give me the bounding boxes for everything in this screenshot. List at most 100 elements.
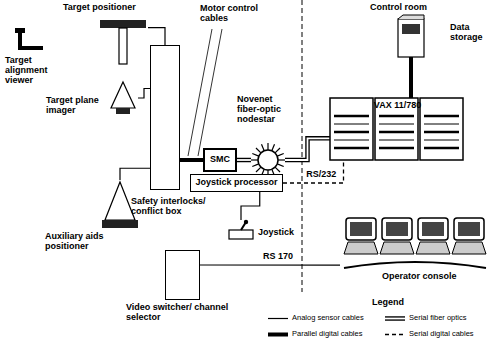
legend-sample [385,334,405,335]
vax-part [334,147,369,150]
vax-part [379,124,414,125]
analog-cable [148,28,165,45]
vax-part [424,131,459,134]
joystick-part [244,220,248,224]
node-label: Data storage [450,23,495,43]
storage-part [398,15,424,19]
signal-label: RS 170 [261,252,295,262]
cable-connector [138,89,150,99]
fiber-inner [285,138,330,160]
vax-part [334,124,369,125]
console-part [344,262,486,268]
analog-cable [138,89,150,99]
fiber-outer [237,158,251,163]
vax-part [424,147,459,150]
aids-part [102,220,138,228]
video-switcher: Video switcher/ channel selector [165,250,200,300]
legend-sample [268,318,288,319]
star-part [267,143,268,150]
star-part [278,159,285,160]
console-part [416,242,450,254]
signal-label: RS/232 [304,170,338,180]
legend-sample [268,334,288,335]
star-part [252,164,258,167]
plane-imager: Target plane imager [108,80,138,116]
console-part [350,222,372,236]
legend-text: Serial digital cables [409,330,474,338]
node-label: Target plane imager [46,96,106,116]
node-label: Target positioner [63,3,158,13]
vax-computer: VAX 11/780 [330,98,465,160]
console-part [452,242,486,254]
smc-box: SMC [203,148,237,172]
fiber-inner [237,159,251,161]
vax-part [330,98,373,160]
storage-part [402,24,420,34]
node-label: Safety interlocks/ conflict box [131,197,226,217]
cable-connector [411,57,412,98]
conflict-box: Safety interlocks/ conflict box [150,45,180,190]
vax-part [424,140,459,141]
cone-part [111,82,135,108]
star-part [272,144,275,150]
node-label: Target alignment viewer [5,56,70,86]
analog-cable [120,168,150,180]
console-part [418,218,448,240]
viewer-part [15,28,25,33]
target-positioner: Target positioner [98,18,148,66]
node-label: Operator console [382,272,472,282]
cone-figure [108,80,138,116]
cable-connector [241,192,260,220]
joystick-processor: Joystick processor [190,174,283,192]
star-part [275,167,280,172]
vax-part [420,98,463,160]
legend-text: Analog sensor cables [292,314,364,322]
star-part [256,167,261,172]
node-label: VAX 11/780 [330,101,465,111]
cone-part [116,108,130,114]
room-divider [302,0,303,292]
node-label: Video switcher/ channel selector [126,303,246,323]
fiber-nodestar: Novenet fiber-optic nodestar [251,143,285,177]
legend-heading: Legend [372,298,422,308]
star-part [261,144,264,150]
vax-part [334,140,369,141]
analog-cable [241,192,260,220]
console-part [380,242,414,254]
node-label: Joystick [258,228,303,238]
tee-part [119,28,127,64]
vax-part [379,115,414,118]
node-label: SMC [210,155,230,165]
star-part [252,153,258,156]
console-figure [340,210,490,270]
vax-part [424,115,459,118]
legend-text: Parallel digital cables [292,330,362,338]
fiber-inner [385,318,405,320]
aids-part [105,182,135,220]
star-part [275,148,280,153]
legend-sample [385,318,405,319]
parallel-cable [180,158,203,162]
vax-part [424,124,459,125]
parallel-cable [409,57,413,98]
cable-connector [200,265,340,266]
analog-cable [200,264,340,265]
node-label: Auxiliary aids positioner [45,232,125,252]
analog-cable [268,318,288,319]
console-part [386,222,408,236]
cable-connector [120,168,150,180]
parallel-cable [268,333,288,337]
star-part [258,150,278,170]
node-label: Joystick processor [195,178,277,188]
legend-text: Serial fiber optics [409,314,467,322]
leader-line [188,29,212,156]
cable-label: Motor control cables [200,4,270,24]
console-part [346,218,376,240]
operator-console: Operator console [340,210,490,270]
console-part [382,218,412,240]
storage-part [398,19,424,57]
joystick-part [229,230,253,239]
node-label: Novenet fiber-optic nodestar [237,95,295,125]
serial-cable [385,334,405,335]
